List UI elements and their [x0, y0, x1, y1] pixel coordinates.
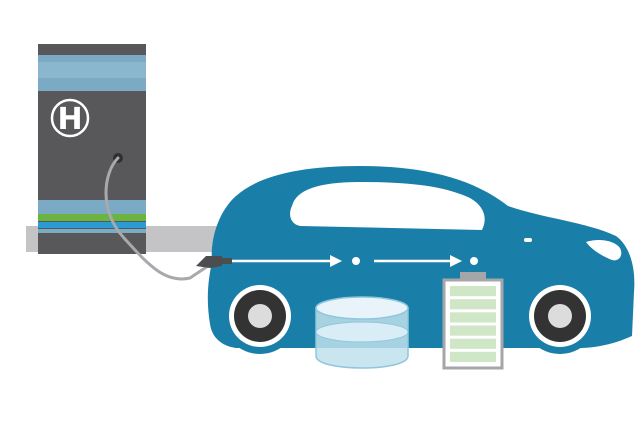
flow-node-2 [470, 257, 478, 265]
station-teal-stripe [38, 229, 146, 233]
station-blue-stripe [38, 222, 146, 228]
hydrogen-station: H [38, 44, 146, 254]
battery-cell [450, 312, 496, 323]
car [207, 166, 635, 354]
station-green-stripe [38, 214, 146, 221]
battery-cell [450, 299, 496, 310]
battery-cell [450, 351, 496, 362]
headlight [586, 240, 622, 261]
station-top-band-light [38, 62, 146, 78]
car-window [290, 182, 485, 230]
tank-top [315, 296, 409, 320]
battery-cell [450, 286, 496, 297]
rear-wheel-hub [548, 304, 572, 328]
hydrogen-logo-ring [50, 98, 90, 138]
door-handle [524, 238, 532, 242]
battery-cell [450, 325, 496, 336]
hydrogen-tank [315, 296, 409, 369]
flow-node-1 [352, 257, 360, 265]
station-lower-band [38, 200, 146, 214]
flow-arrowhead-1 [330, 255, 342, 267]
fuel-hose [104, 156, 210, 281]
battery-cell [450, 338, 496, 349]
nozzle-tip [220, 258, 232, 264]
front-wheel-hub [248, 304, 272, 328]
flow-arrowhead-2 [450, 255, 462, 267]
fuel-nozzle [196, 256, 232, 268]
battery [442, 272, 504, 370]
hydrogen-symbol: H [57, 102, 82, 137]
nozzle-handle [196, 256, 222, 268]
battery-cells [450, 286, 496, 362]
tank-inner-level [315, 321, 409, 343]
battery-terminal [460, 272, 486, 280]
energy-flow [232, 255, 478, 267]
